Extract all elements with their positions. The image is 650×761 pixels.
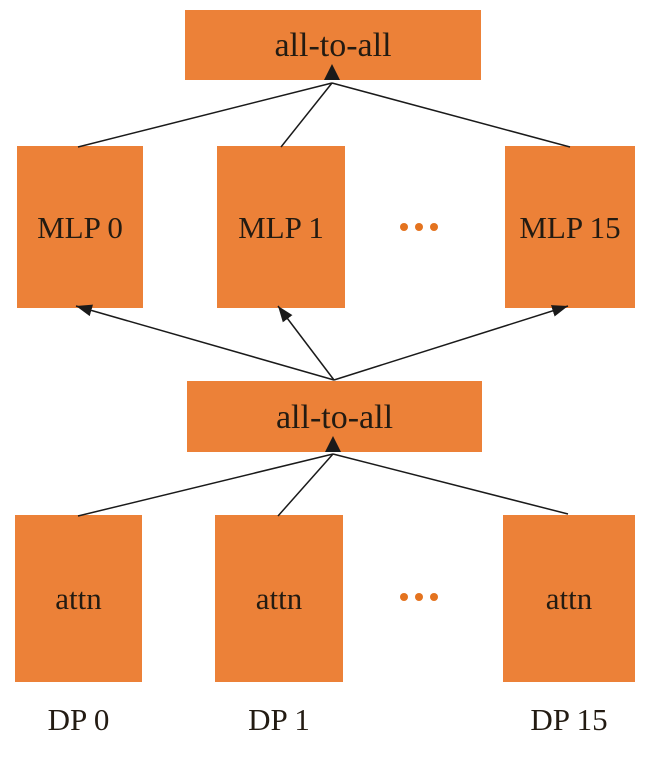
mlp1-label: MLP 1 bbox=[238, 209, 324, 245]
ellipsis-icon bbox=[400, 223, 438, 231]
ellipsis-dot bbox=[415, 223, 423, 231]
dp0-label: DP 0 bbox=[47, 701, 110, 737]
edge-mid-alltoall-to-mlp1 bbox=[277, 305, 335, 381]
attn1-box: attn bbox=[215, 515, 343, 682]
arrows-mid-alltoall-to-mlp bbox=[75, 304, 569, 381]
ellipsis-dot bbox=[400, 593, 408, 601]
edge-attn1-to-mid-alltoall bbox=[277, 453, 334, 517]
dp1-label: DP 1 bbox=[248, 701, 310, 737]
dp15-label: DP 15 bbox=[530, 701, 608, 737]
attn0-box: attn bbox=[15, 515, 142, 682]
attn15-box: attn bbox=[503, 515, 635, 682]
mid-alltoall-label: all-to-all bbox=[275, 398, 394, 436]
mlp15-label: MLP 15 bbox=[519, 209, 621, 245]
ellipsis-dot bbox=[430, 223, 438, 231]
mlp15-box: MLP 15 bbox=[505, 146, 635, 308]
ellipsis-dot bbox=[430, 593, 438, 601]
edge-mlp0-to-top-alltoall bbox=[77, 82, 333, 148]
attn1-label: attn bbox=[255, 581, 303, 616]
attn0-label: attn bbox=[55, 581, 102, 616]
ellipsis-dot bbox=[400, 223, 408, 231]
ellipsis-dot bbox=[415, 593, 423, 601]
edge-mlp1-to-top-alltoall bbox=[280, 82, 333, 148]
top-alltoall-box: all-to-all bbox=[185, 10, 481, 80]
edge-attn15-to-mid-alltoall bbox=[332, 453, 569, 515]
edge-attn0-to-mid-alltoall bbox=[77, 453, 334, 517]
mlp0-box: MLP 0 bbox=[17, 146, 143, 308]
edge-mid-alltoall-to-mlp0 bbox=[75, 304, 335, 381]
ellipsis-icon bbox=[400, 593, 438, 601]
edge-mlp15-to-top-alltoall bbox=[331, 82, 571, 148]
top-alltoall-label: all-to-all bbox=[274, 27, 392, 64]
edge-mid-alltoall-to-mlp15 bbox=[333, 305, 569, 381]
mlp1-box: MLP 1 bbox=[217, 146, 345, 308]
mlp0-label: MLP 0 bbox=[37, 209, 123, 245]
attn15-label: attn bbox=[545, 581, 593, 616]
mid-alltoall-box: all-to-all bbox=[187, 381, 482, 452]
